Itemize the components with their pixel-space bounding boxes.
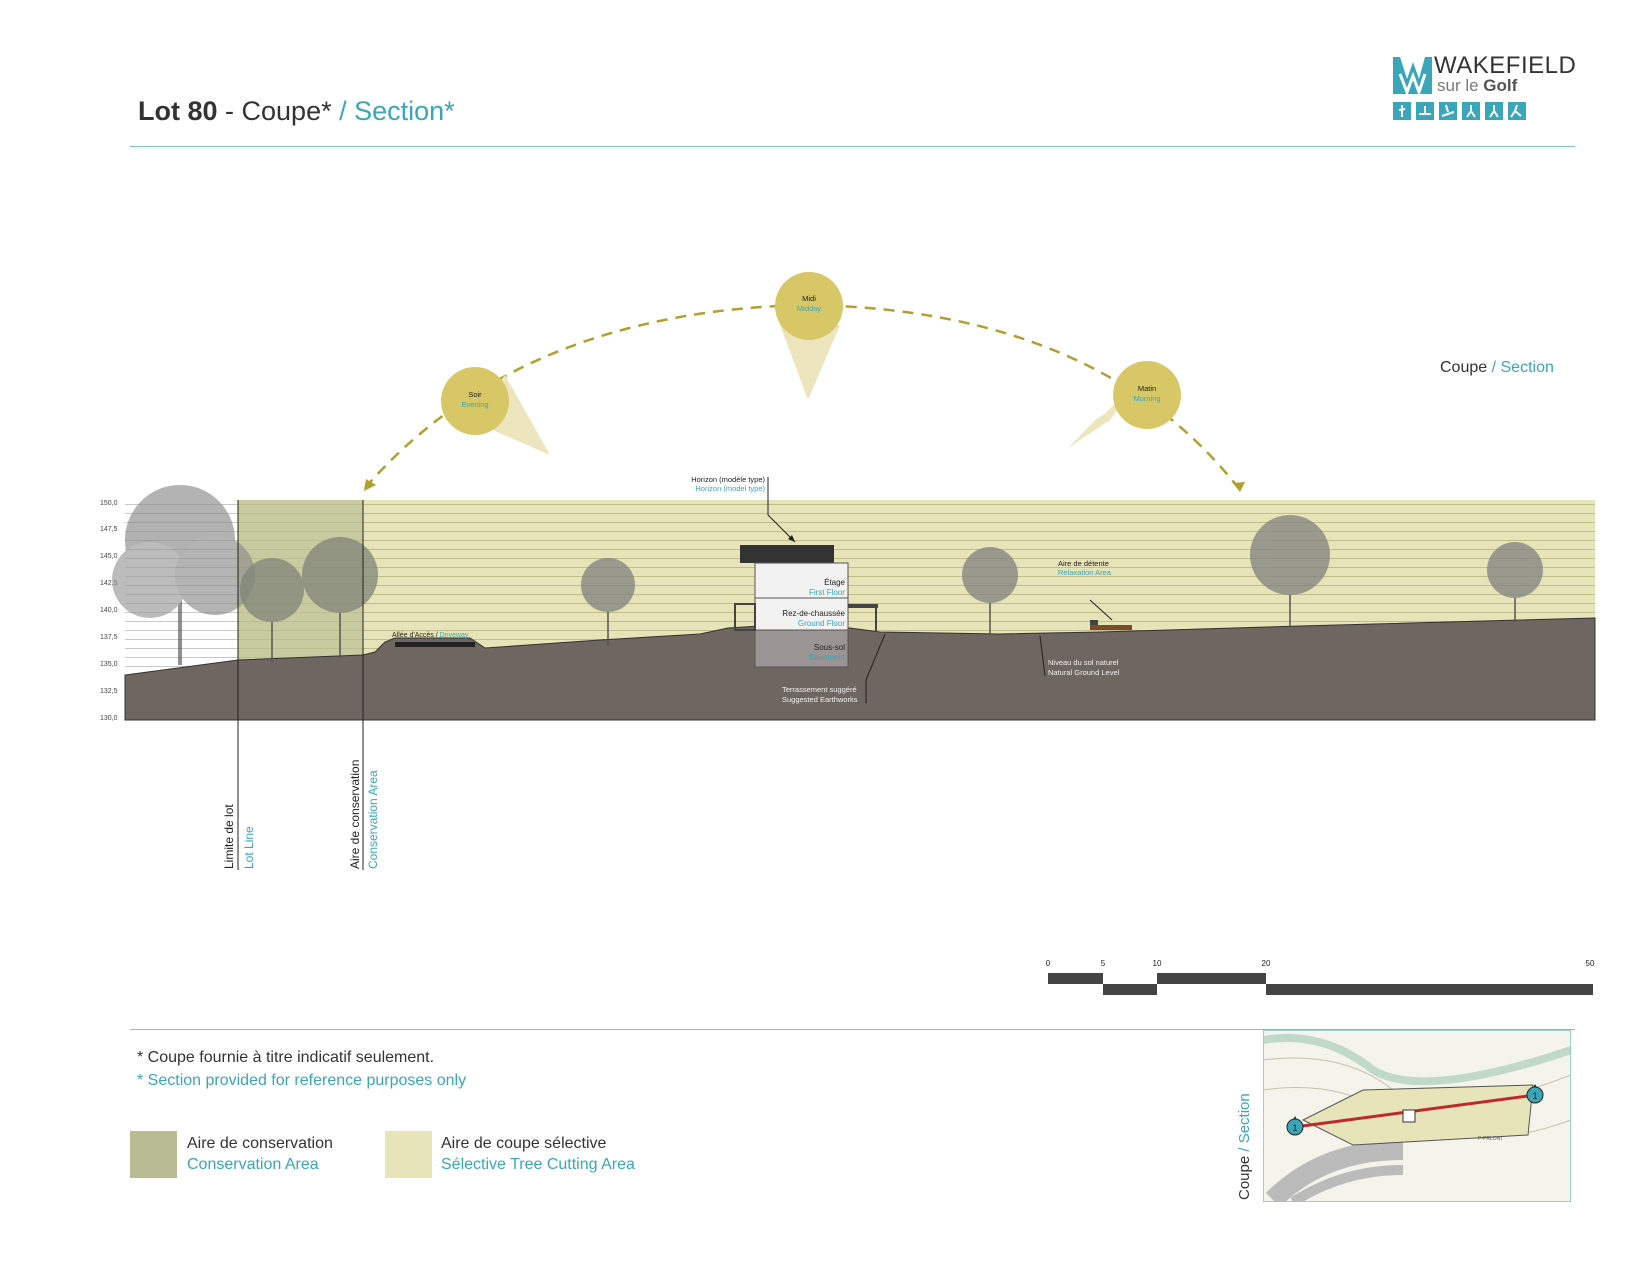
earthworks-leader	[865, 633, 886, 703]
sun-evening-label: Soir	[468, 390, 482, 399]
footer-divider	[130, 1029, 1575, 1030]
title-fr: Coupe*	[241, 96, 332, 126]
tree	[581, 558, 635, 645]
view-label-fr: Coupe	[1440, 359, 1488, 376]
section-marker-east: 1	[1526, 1084, 1544, 1104]
section-marker-label: 1	[1532, 1091, 1537, 1101]
lot-line-label: Limite de lot	[222, 804, 236, 869]
elevation-label: 135,0	[100, 661, 118, 668]
elevation-label: 132,5	[100, 688, 118, 695]
natural-ground-leader	[1039, 635, 1046, 677]
legend-selective-fr: Aire de coupe sélective	[441, 1135, 607, 1152]
driveway-label: Allée d'Accès / Driveway	[392, 632, 469, 639]
key-map-label-fr: Coupe	[1236, 1155, 1253, 1200]
legend-conservation: Aire de conservation Conservation Area	[187, 1133, 333, 1175]
legend-selective: Aire de coupe sélective Sélective Tree C…	[441, 1133, 635, 1175]
key-map-road-label: P-PRLONT	[1478, 1136, 1503, 1142]
first-floor-label: Étage	[824, 578, 845, 587]
elevation-label: 145,0	[100, 553, 118, 560]
elevation-label: 130,0	[100, 715, 118, 722]
lot-label: Lot 80	[138, 96, 218, 126]
sun-morning-label-en: Morning	[1133, 394, 1160, 403]
first-floor-label-en: First Floor	[809, 588, 845, 597]
logo-sub-bold: Golf	[1483, 76, 1518, 95]
sun-midday-label: Midi	[802, 294, 816, 303]
key-map-label-en: / Section	[1236, 1093, 1253, 1156]
lot-line-label-en: Lot Line	[242, 826, 256, 869]
page-title: Lot 80 - Coupe* / Section*	[138, 96, 455, 127]
elevation-scale: 150,0 147,5 145,0 142,5 140,0 137,5 135,…	[100, 500, 118, 722]
section-marker-west: 1	[1286, 1116, 1304, 1136]
section-marker-label: 1	[1292, 1123, 1297, 1133]
relaxation-label-en: Relaxation Area	[1058, 568, 1112, 577]
relaxation-deck	[1090, 625, 1132, 630]
ground-floor-label-en: Ground Floor	[798, 619, 845, 628]
title-separator: -	[217, 96, 242, 126]
legend-selective-en: Sélective Tree Cutting Area	[441, 1156, 635, 1173]
horizon-leader	[767, 477, 796, 543]
relaxation-leader	[1089, 599, 1113, 621]
legend-conservation-en: Conservation Area	[187, 1156, 319, 1173]
sun-arc-arrow-east	[1233, 482, 1245, 492]
key-map: 1 1 P-PRLONT	[1263, 1030, 1571, 1202]
horizon-label: Horizon (modèle type)	[691, 475, 765, 484]
basement-label-en: Basement	[809, 653, 846, 662]
sun-morning	[1068, 361, 1181, 448]
scale-tick-label: 0	[1046, 959, 1051, 968]
driveway-surface	[395, 642, 475, 647]
tree-conservation-1	[240, 558, 304, 662]
legend-conservation-fr: Aire de conservation	[187, 1135, 333, 1152]
tree	[1487, 542, 1543, 622]
elevation-label: 147,5	[100, 526, 118, 533]
logo-name: WAKEFIELD	[1434, 52, 1577, 79]
tree-conservation-2	[302, 537, 378, 658]
scale-tick-label: 10	[1153, 959, 1162, 968]
title-en: / Section*	[331, 96, 455, 126]
tree	[962, 547, 1018, 634]
sun-morning-label: Matin	[1138, 384, 1156, 393]
natural-ground-label-en: Natural Ground Level	[1048, 668, 1120, 677]
key-map-lot	[1301, 1084, 1534, 1146]
basement-label: Sous-sol	[814, 643, 845, 652]
scale-tick-label: 5	[1101, 959, 1106, 968]
note-en: * Section provided for reference purpose…	[137, 1072, 467, 1089]
sun-evening-label-en: Evening	[461, 400, 488, 409]
legend-swatch-conservation	[130, 1131, 177, 1178]
wakefield-logo	[1393, 57, 1526, 120]
earthworks-label: Terrassement suggéré	[782, 685, 857, 694]
elevation-label: 140,0	[100, 607, 118, 614]
logo-sub-prefix: sur le	[1437, 76, 1484, 95]
view-label-en: / Section	[1487, 359, 1554, 376]
scale-tick-label: 20	[1262, 959, 1271, 968]
scale-tick-label: 50	[1586, 959, 1595, 968]
graphic-scale-bar	[1048, 973, 1593, 995]
sun-arc-arrow-west	[364, 479, 376, 491]
horizon-label-en: Horizon (model type)	[695, 484, 765, 493]
note-fr: * Coupe fournie à titre indicatif seulem…	[137, 1049, 435, 1066]
house	[734, 545, 878, 668]
legend-swatch-selective	[385, 1131, 432, 1178]
sun-evening	[441, 367, 550, 455]
conservation-line-label: Aire de conservation	[348, 760, 362, 869]
ground-floor-label: Rez-de-chaussée	[782, 609, 845, 618]
elevation-label: 150,0	[100, 500, 118, 507]
tree-large-offsite	[112, 485, 255, 665]
natural-ground-label: Niveau du sol naturel	[1048, 658, 1119, 667]
conservation-line-label-en: Conservation Area	[366, 770, 380, 869]
ground-profile	[124, 617, 1596, 721]
view-label: Coupe / Section	[1440, 359, 1554, 377]
logo-subtitle: sur le Golf	[1437, 76, 1517, 96]
elevation-label: 137,5	[100, 634, 118, 641]
sun-midday	[775, 272, 843, 400]
earthworks-label-en: Suggested Earthworks	[782, 695, 858, 704]
tree	[1250, 515, 1330, 627]
header-divider	[130, 146, 1575, 147]
key-map-label: Coupe / Section	[1236, 1093, 1253, 1200]
elevation-label: 142,5	[100, 580, 118, 587]
sun-midday-label-en: Midday	[797, 304, 821, 313]
relaxation-label: Aire de détente	[1058, 559, 1109, 568]
